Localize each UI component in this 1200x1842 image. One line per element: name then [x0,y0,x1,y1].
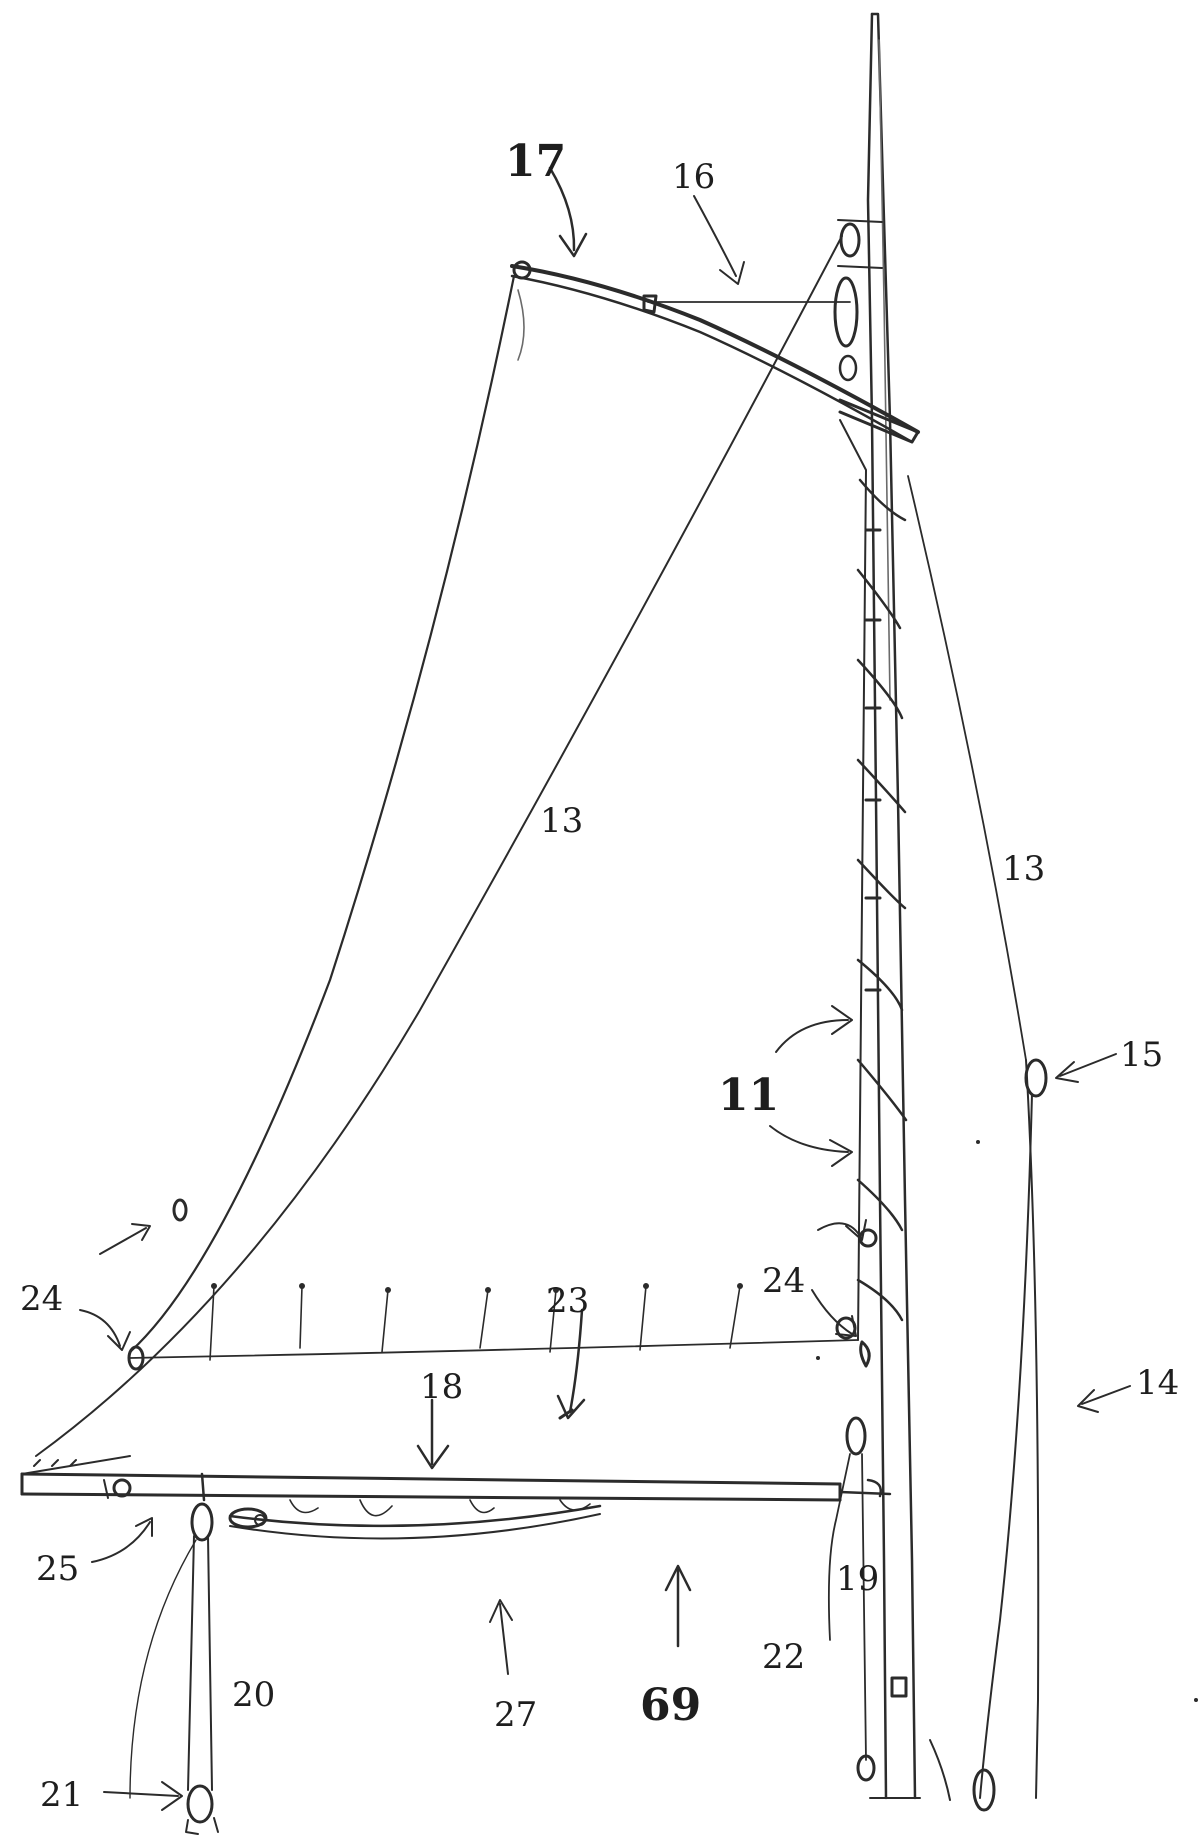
mast [866,12,921,1800]
halyard-block-icon [1024,1058,1048,1098]
throat-block-icon [833,276,859,348]
sail [128,274,867,1359]
label-13-diagonal: 13 [540,801,583,841]
halyard-diagonal [35,235,843,1457]
gaff [510,260,920,444]
gaff-bridle [642,219,883,382]
label-17: 17 [505,136,566,187]
mainsheet [129,1502,219,1835]
peak-block-icon [839,222,861,258]
label-14: 14 [1136,1363,1179,1403]
label-22: 22 [762,1637,805,1677]
label-19: 19 [836,1559,879,1599]
boom [20,1455,892,1517]
cringle-left-lower-icon [127,1345,145,1371]
halyard-right [907,475,1048,1812]
cringle-left-upper-icon [172,1198,188,1222]
label-13-right: 13 [1002,849,1045,889]
pencil-specks [816,1140,1198,1702]
cleat-icon [856,1754,876,1782]
sheet-block-lower-icon [186,1784,214,1824]
callout-labels: 17 16 13 13 11 15 14 24 24 23 18 25 19 2… [20,136,1179,1815]
label-11: 11 [718,1070,779,1121]
label-23: 23 [546,1281,589,1321]
label-18: 18 [420,1367,463,1407]
sheet-block-upper-icon [190,1502,214,1542]
tack-downhaul [827,1316,951,1801]
tack-block-icon [845,1416,867,1456]
outhaul-sheave-icon [112,1478,132,1498]
cringle-right-lower-icon [859,1340,871,1368]
vang-strap [228,1504,602,1540]
label-20: 20 [232,1675,275,1715]
label-24-left: 24 [20,1279,63,1319]
pointer-arrows [79,166,1131,1811]
label-25: 25 [36,1549,79,1589]
label-16: 16 [672,157,715,197]
reef-points [209,1283,743,1420]
halyard-lower-block-icon [972,1768,996,1812]
label-27: 27 [494,1695,537,1735]
label-21: 21 [40,1775,83,1815]
label-69: 69 [640,1680,701,1731]
label-24-right: 24 [762,1261,805,1301]
label-15: 15 [1120,1035,1163,1075]
luff-hoops [856,478,908,1322]
